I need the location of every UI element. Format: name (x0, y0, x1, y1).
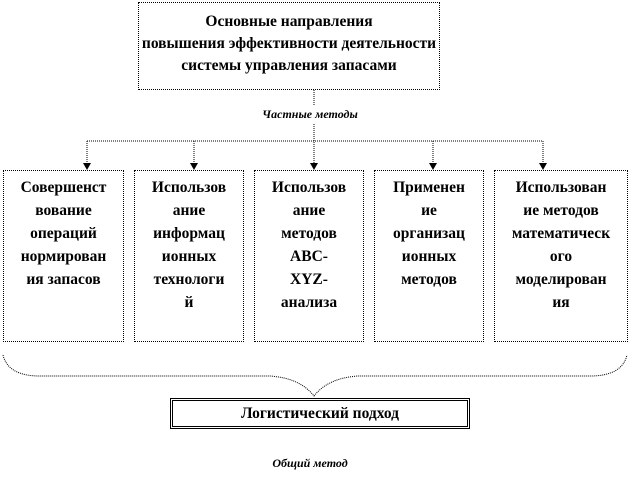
box-line: ание (292, 202, 326, 219)
arrow-icon (539, 163, 547, 170)
box-line: Основные направления (205, 13, 373, 30)
box-line: Применен (393, 179, 465, 196)
main-directions-box: Основные направления повышения эффективн… (138, 2, 440, 90)
box-line: математическ (511, 225, 611, 242)
box-line: ие методов (523, 202, 599, 219)
logistic-approach-box: Логистический подход (170, 398, 470, 429)
box-line: моделирован (515, 271, 607, 288)
method-box-abc-xyz: Использов ание методов ABC- XYZ- анализа (254, 170, 364, 342)
box-line: Использов (271, 179, 347, 196)
arrow-icon (190, 163, 198, 170)
box-line: ание (172, 202, 206, 219)
general-method-label: Общий метод (272, 456, 348, 470)
box-line: методов (281, 225, 337, 242)
box-line: информац (153, 225, 225, 242)
box-line: ионных (401, 248, 457, 265)
box-line: ABC- (290, 248, 328, 265)
box-line: повышения эффективности деятельности (141, 35, 437, 52)
box-line: нормирован (20, 248, 107, 265)
box-line: Использован (515, 179, 607, 196)
box-line: организац (393, 225, 465, 242)
box-line: ия запасов (26, 271, 101, 288)
arrow-icon (83, 163, 91, 170)
box-line: Совершенст (20, 179, 107, 196)
box-line: анализа (280, 294, 338, 311)
box-line: ия (552, 294, 570, 311)
private-methods-label: Частные методы (262, 107, 358, 121)
method-box-math-modeling: Использован ие методов математическ ого … (494, 170, 628, 342)
box-line: системы управления запасами (181, 57, 397, 74)
box-line: технологи (153, 271, 225, 288)
arrow-icon (310, 163, 318, 170)
box-line: ие (421, 202, 437, 219)
box-line: ионных (161, 248, 217, 265)
box-line: Использов (151, 179, 227, 196)
method-box-rationing: Совершенст вование операций нормирован и… (3, 170, 124, 342)
box-line: методов (401, 271, 457, 288)
arrow-icon (429, 163, 437, 170)
curly-brace (2, 354, 628, 397)
method-box-organizational: Применен ие организац ионных методов (374, 170, 484, 342)
box-line: операций (30, 225, 97, 242)
box-line: XYZ- (290, 271, 328, 288)
box-line: вование (35, 202, 92, 219)
method-box-it: Использов ание информац ионных технологи… (134, 170, 244, 342)
box-line: й (184, 294, 194, 311)
box-line: ого (549, 248, 573, 265)
